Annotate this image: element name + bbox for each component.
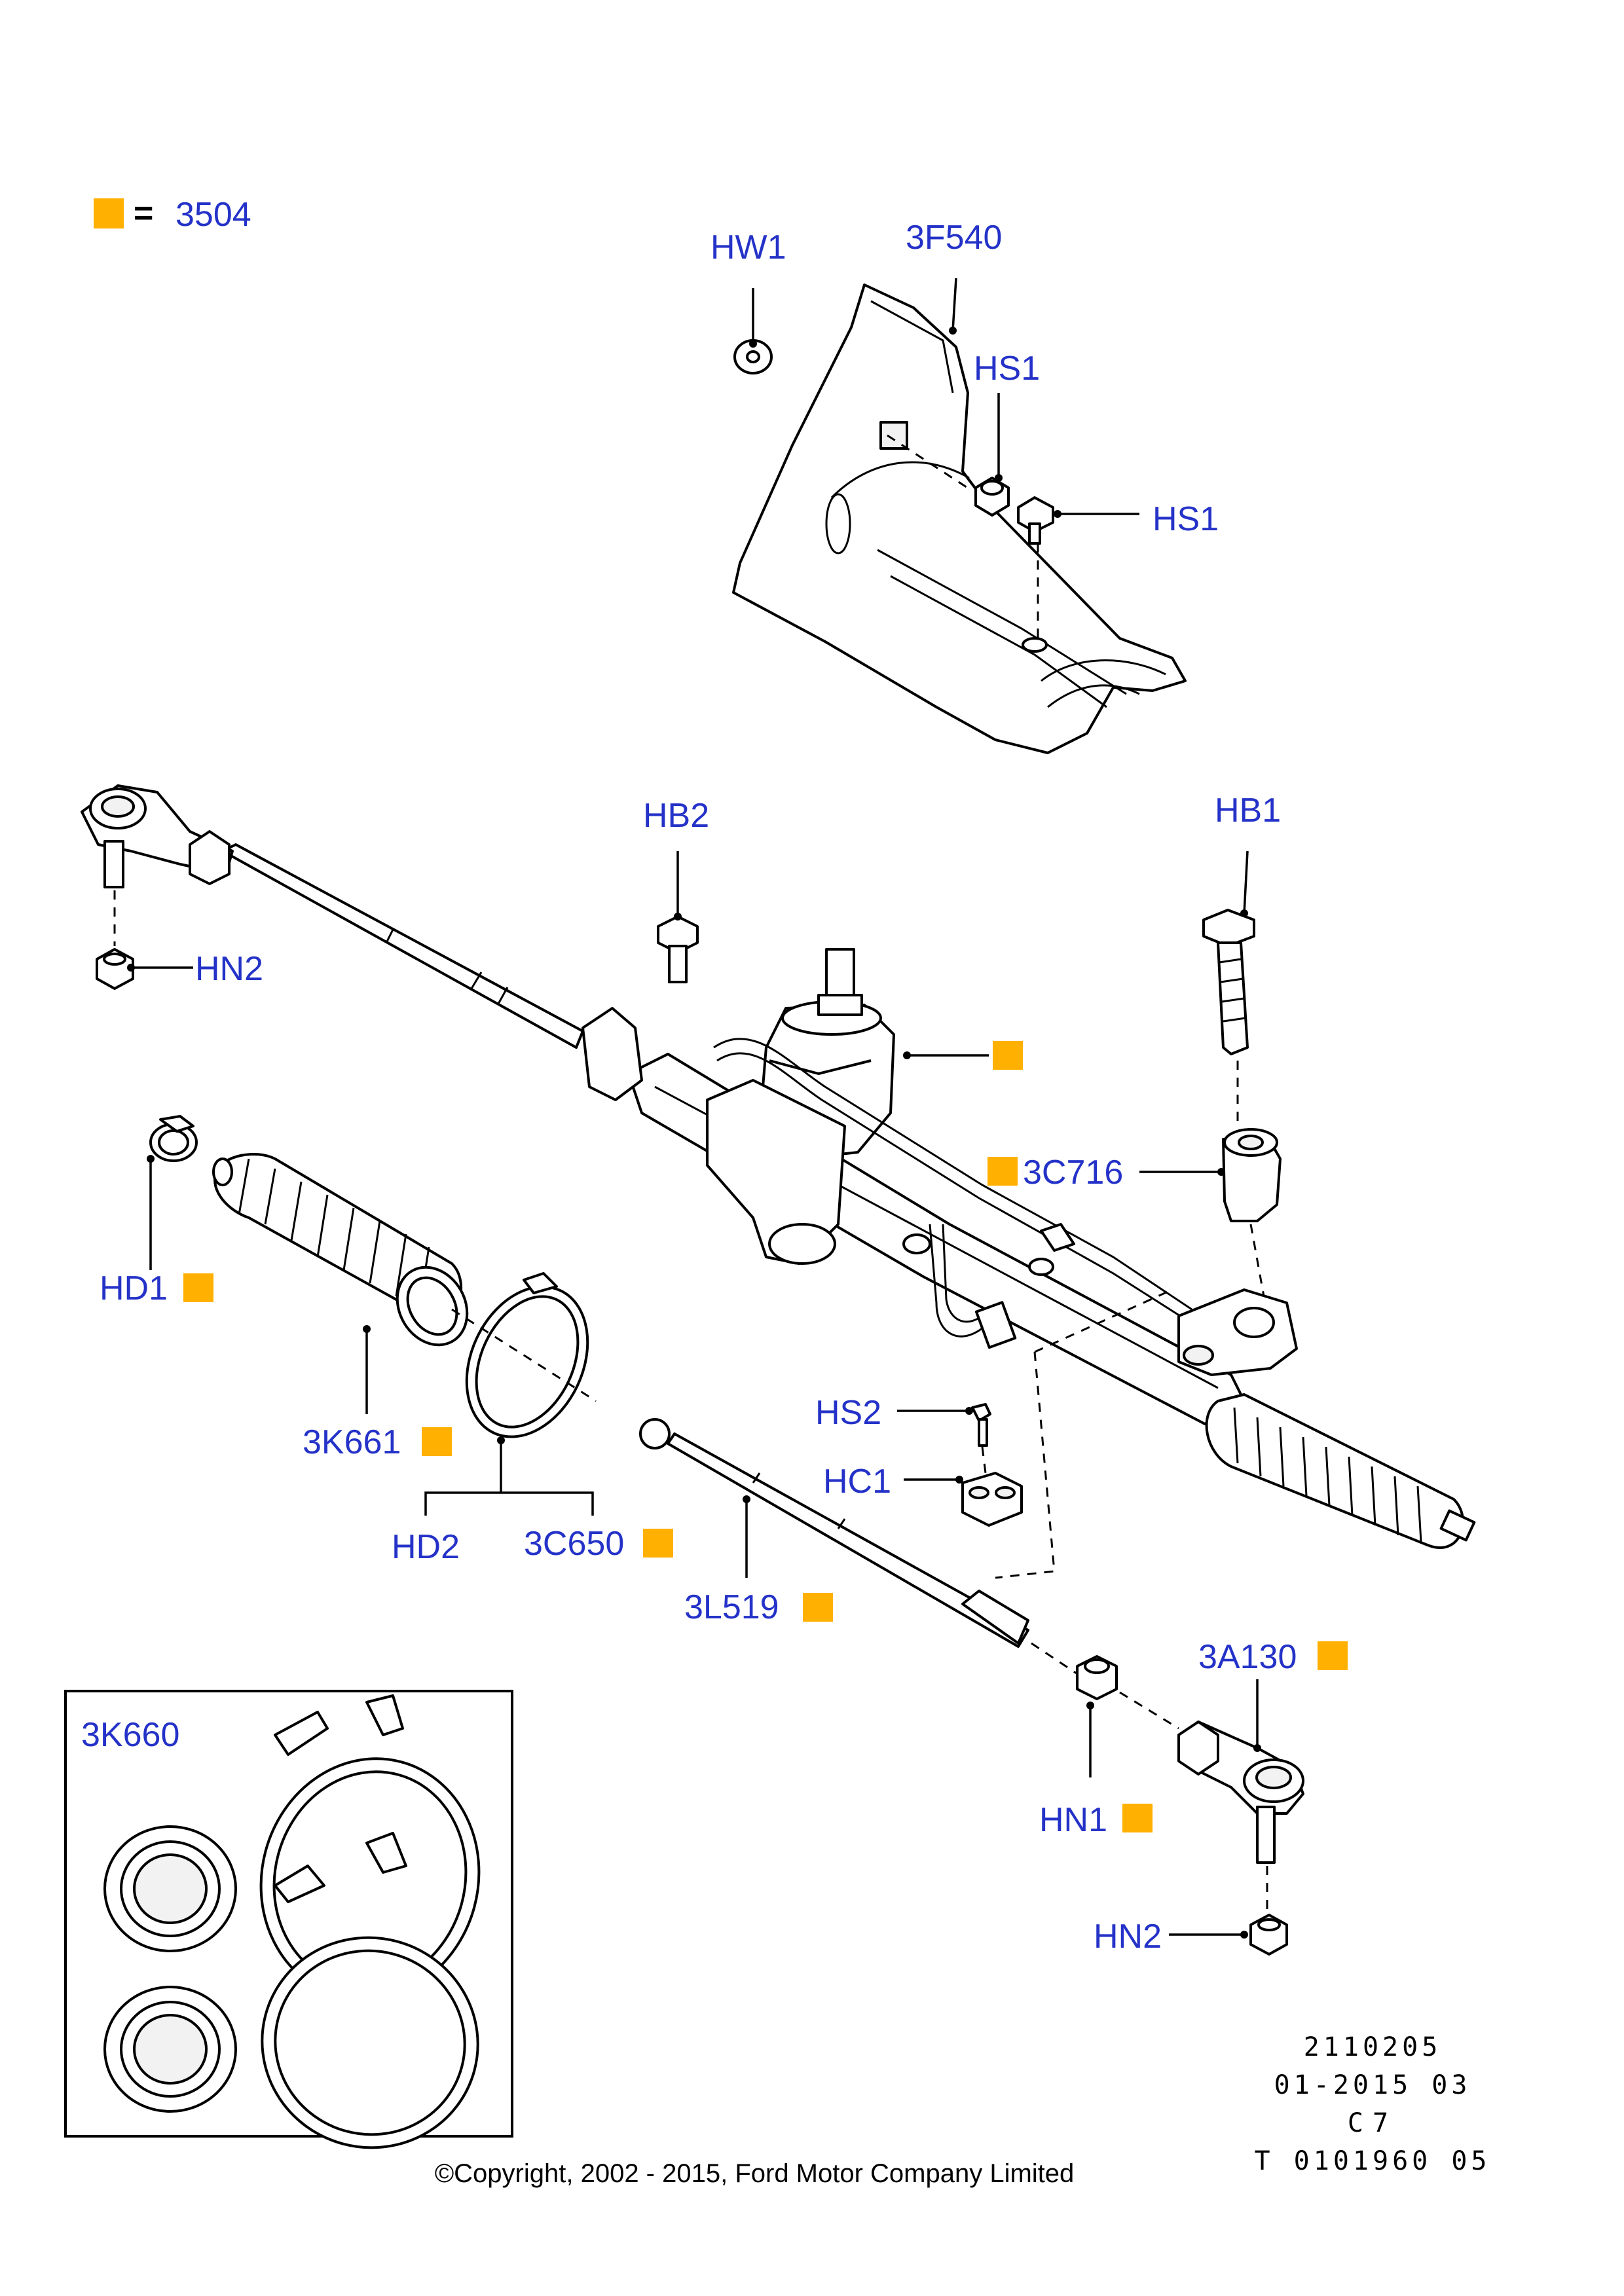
label-hs1-a: HS1	[974, 350, 1040, 388]
bolt-hb2	[657, 915, 699, 983]
marker-3k661	[422, 1427, 452, 1456]
label-3l519: 3L519	[684, 1588, 779, 1626]
legend-equals: =	[134, 194, 153, 232]
marker-3c650	[643, 1529, 673, 1558]
label-hs2: HS2	[815, 1394, 881, 1432]
label-3f540: 3F540	[906, 219, 1002, 257]
tie-rod-end-left	[81, 784, 234, 888]
washer-hw1	[733, 339, 773, 374]
label-hc1: HC1	[823, 1463, 891, 1501]
marker-hd1	[183, 1273, 213, 1302]
bolt-hs1-b	[1017, 496, 1054, 545]
label-hs1-b: HS1	[1153, 500, 1219, 538]
legend: = 3504	[94, 194, 251, 234]
clip-hc1	[961, 1472, 1023, 1527]
label-3c650: 3C650	[524, 1525, 624, 1563]
reference-line-4: T 0101960 05	[1255, 2146, 1491, 2176]
screw-hs2	[971, 1403, 991, 1447]
boot-3k661	[212, 1153, 469, 1347]
rack-boot-right	[1205, 1393, 1476, 1549]
callout-labels: HW1 3F540 HS1 HS1 HB2 HB1 HN2 3C716 HD1 …	[100, 219, 1348, 1956]
copyright-notice: ©Copyright, 2002 - 2015, Ford Motor Comp…	[435, 2159, 1075, 2188]
steering-rack-housing	[627, 948, 1298, 1425]
label-3a130: 3A130	[1198, 1638, 1297, 1676]
legend-marker-square	[94, 198, 124, 228]
marker-3l519	[803, 1593, 833, 1622]
clamp-ring-3c650	[465, 1272, 589, 1438]
label-hd1: HD1	[100, 1269, 168, 1307]
label-hw1: HW1	[710, 228, 786, 266]
bushing-3c716	[1222, 1128, 1282, 1222]
label-hn2-left: HN2	[195, 950, 263, 988]
inner-tie-rod-3l519	[639, 1418, 1029, 1648]
label-hn2-right: HN2	[1094, 1918, 1162, 1956]
heat-shield-3f540	[732, 283, 1187, 754]
nut-hn2-right	[1249, 1914, 1288, 1956]
boot-retainer-rings	[103, 1825, 237, 2113]
label-hn1: HN1	[1039, 1801, 1107, 1839]
label-3c716: 3C716	[1023, 1154, 1123, 1192]
legend-code: 3504	[175, 196, 251, 234]
marker-3c716	[987, 1157, 1018, 1186]
inner-rod-left	[221, 843, 643, 1101]
tie-rod-end-right	[1177, 1721, 1304, 1864]
leader-lines	[127, 278, 1261, 1939]
marker-valve-body	[993, 1041, 1023, 1070]
label-3k661: 3K661	[303, 1423, 401, 1461]
reference-line-1: 2110205	[1304, 2032, 1442, 2062]
label-hb1: HB1	[1215, 792, 1281, 829]
reference-line-3: C7	[1348, 2108, 1397, 2138]
marker-hn1	[1122, 1804, 1153, 1832]
inset-3k660: 3K660	[64, 1690, 513, 2149]
clamp-hd1	[149, 1115, 198, 1162]
clamp-rings	[259, 1694, 481, 2149]
label-hb2: HB2	[643, 797, 709, 835]
marker-3a130	[1318, 1641, 1348, 1670]
label-3k660: 3K660	[81, 1716, 179, 1754]
bolt-hb1	[1202, 909, 1255, 1055]
nut-hn2-left	[96, 948, 134, 990]
bolt-hs1-a	[974, 477, 1010, 517]
reference-line-2: 01-2015 03	[1274, 2070, 1471, 2100]
label-hd2: HD2	[392, 1528, 460, 1566]
nut-hn1	[1076, 1655, 1118, 1700]
reference-block: 2110205 01-2015 03 C7 T 0101960 05	[1255, 2032, 1491, 2176]
